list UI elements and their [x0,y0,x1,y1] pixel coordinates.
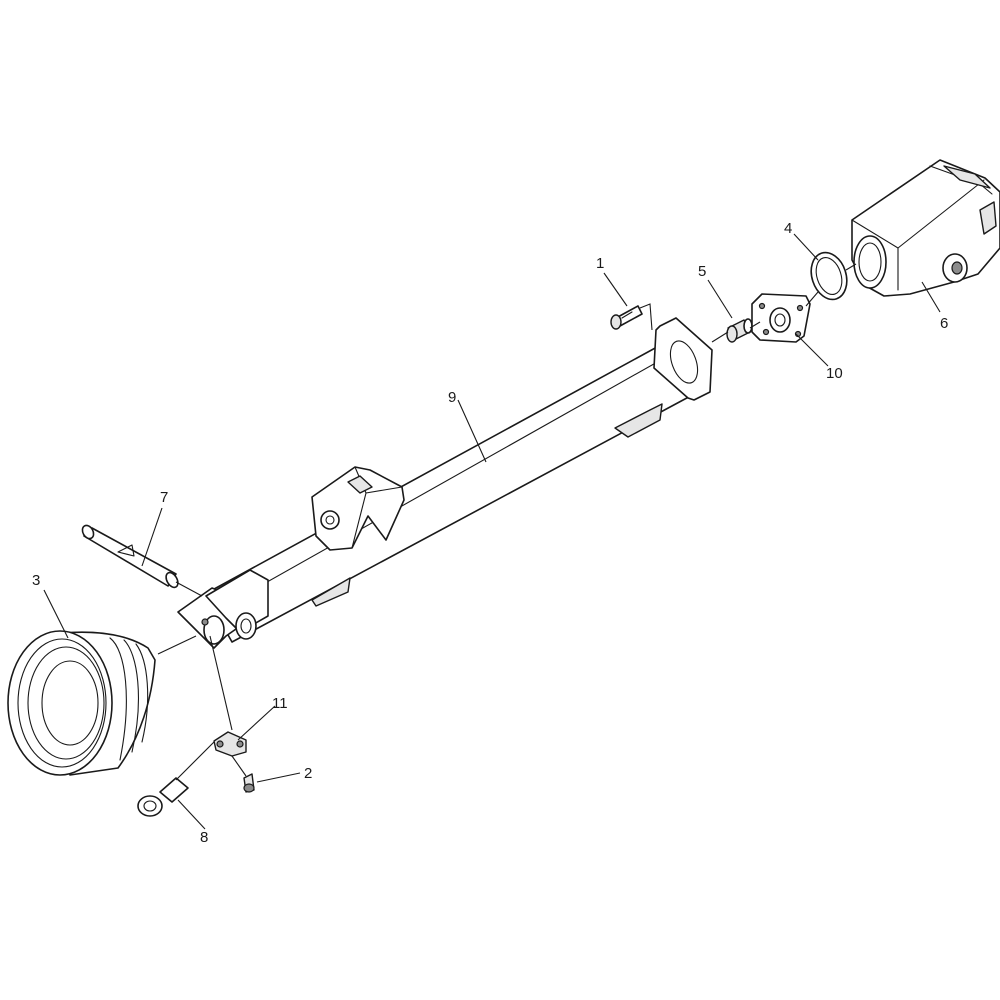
part-10-plate [751,293,811,343]
part-9-yoke [177,569,269,649]
part-7-pin [81,524,179,589]
callout-5: 5 [698,263,706,280]
callout-8: 8 [200,829,208,846]
callout-10: 10 [826,365,843,382]
callout-6: 6 [940,315,948,332]
callout-4: 4 [784,220,792,237]
part-9-tube [204,340,703,643]
callout-1: 1 [596,255,604,272]
part-5-fitting [726,318,753,343]
part-3-boot [7,630,156,776]
part-1-bolt [610,305,643,330]
part-9-bracket [311,466,405,551]
callout-leaders [43,233,941,830]
part-8-cable-end [137,777,189,817]
part-11-clamp [213,731,247,757]
callout-11: 11 [272,695,288,712]
part-4-o-ring [810,251,848,301]
callout-7: 7 [160,489,168,506]
callout-2: 2 [304,765,312,782]
part-9-flange [653,317,713,401]
part-6-housing [851,159,1000,297]
callout-3: 3 [32,572,40,589]
callout-labels: 1 2 3 4 5 6 7 8 9 10 11 [32,220,948,846]
part-2-screw [243,773,255,793]
callout-9: 9 [448,389,456,406]
assembly-lines [157,263,857,781]
